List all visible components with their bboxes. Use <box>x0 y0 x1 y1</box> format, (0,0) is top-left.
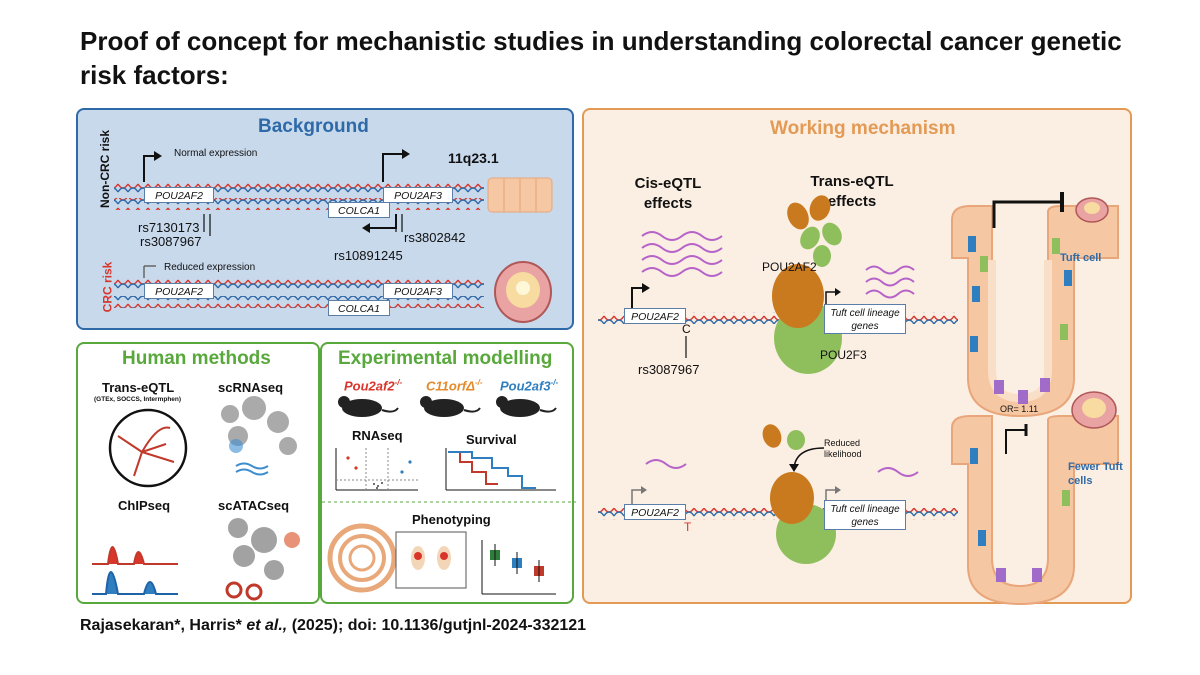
experimental-modelling-panel: Experimental modelling Pou2af2-/- C11orf… <box>320 342 576 604</box>
pou2af2-protein-label: POU2AF2 <box>762 260 817 274</box>
snp-rs3087967: rs3087967 <box>140 234 202 249</box>
human-methods-graphics <box>92 396 300 601</box>
allele-c-label: C <box>682 322 691 336</box>
gene-colca1-top: COLCA1 <box>328 202 390 218</box>
citation: Rajasekaran*, Harris* et al., (2025); do… <box>80 617 586 635</box>
reduced-likelihood-label: Reduced likelihood <box>824 438 862 459</box>
mouse-pou2af3-label: Pou2af3-/- <box>500 378 558 393</box>
mouse-pou2af3-gene: Pou2af3 <box>500 378 551 394</box>
locus-label: 11q23.1 <box>448 150 499 166</box>
trans-eqtl-mech-label: Trans-eQTL effects <box>810 173 894 210</box>
background-panel: Background Non-CRC risk CRC risk <box>76 108 574 330</box>
experimental-graphics <box>322 396 576 595</box>
gene-colca1-bottom: COLCA1 <box>328 300 390 316</box>
gene-pou2af2-bottom: POU2AF2 <box>144 283 214 299</box>
mouse-pou2af3-sup: -/- <box>550 378 559 387</box>
allele-t-label: T <box>684 520 692 534</box>
trans-eqtl-label: Trans-eQTL <box>102 380 175 395</box>
snp-rs7130173: rs7130173 <box>138 220 200 235</box>
phenotyping-label: Phenotyping <box>412 512 491 527</box>
human-methods-panel: Human methods Trans-eQTL (GTEx, SOCCS, I… <box>76 342 320 604</box>
normal-expression-label: Normal expression <box>174 148 258 159</box>
mouse-c11orf-label: C11orfΔ-/- <box>426 378 483 393</box>
gene-pou2af2-top: POU2AF2 <box>144 187 214 203</box>
citation-doi: (2025); doi: 10.1136/gutjnl-2024-332121 <box>291 617 587 634</box>
trans-eqtl-sub-label: (GTEx, SOCCS, Intermphen) <box>94 396 182 403</box>
wm-snp-label: rs3087967 <box>638 362 700 377</box>
citation-authors: Rajasekaran*, Harris* <box>80 617 242 634</box>
reduced-expression-label: Reduced expression <box>164 262 256 273</box>
human-methods-heading: Human methods <box>122 348 271 369</box>
experimental-modelling-heading: Experimental modelling <box>338 348 553 369</box>
gene-pou2af3-top: POU2AF3 <box>383 187 453 203</box>
mouse-c11orf-gene: C11orfΔ <box>426 378 475 394</box>
snp-rs3802842: rs3802842 <box>404 230 466 245</box>
mouse-pou2af2-sup: -/- <box>394 378 403 387</box>
snp-rs10891245: rs10891245 <box>334 248 403 263</box>
gene-pou2af3-bottom: POU2AF3 <box>383 283 453 299</box>
wm-gene-pou2af2-bottom: POU2AF2 <box>624 504 686 520</box>
odds-ratio-label: OR= 1.11 <box>1000 404 1039 414</box>
figure-title: Proof of concept for mechanistic studies… <box>80 26 1122 90</box>
cis-eqtl-label: Cis-eQTL effects <box>634 175 702 212</box>
mouse-pou2af2-label: Pou2af2-/- <box>344 378 402 393</box>
fewer-tuft-label: Fewer Tuft cells <box>1068 461 1123 487</box>
survival-label: Survival <box>466 432 517 447</box>
mouse-pou2af2-gene: Pou2af2 <box>344 378 395 394</box>
citation-etal: et al., <box>246 617 288 634</box>
working-mechanism-heading: Working mechanism <box>770 118 956 139</box>
mechanism-graphics <box>598 192 1119 606</box>
pou2f3-protein-label: POU2F3 <box>820 348 867 362</box>
scatacseq-label: scATACseq <box>218 498 290 513</box>
working-mechanism-panel: Working mechanism Cis-eQTL effects Trans… <box>582 108 1132 606</box>
rnaseq-label: RNAseq <box>352 428 403 443</box>
scrnaseq-label: scRNAseq <box>218 380 284 395</box>
dna-strands <box>114 149 553 323</box>
tuft-genes-box-bottom: Tuft cell lineage genes <box>824 500 906 530</box>
mouse-c11orf-sup: -/- <box>474 378 483 387</box>
tuft-cell-label: Tuft cell <box>1060 252 1102 264</box>
wm-gene-pou2af2-top: POU2AF2 <box>624 308 686 324</box>
tuft-genes-box-top: Tuft cell lineage genes <box>824 304 906 334</box>
background-heading: Background <box>258 116 369 137</box>
chipseq-label: ChIPseq <box>118 498 171 513</box>
